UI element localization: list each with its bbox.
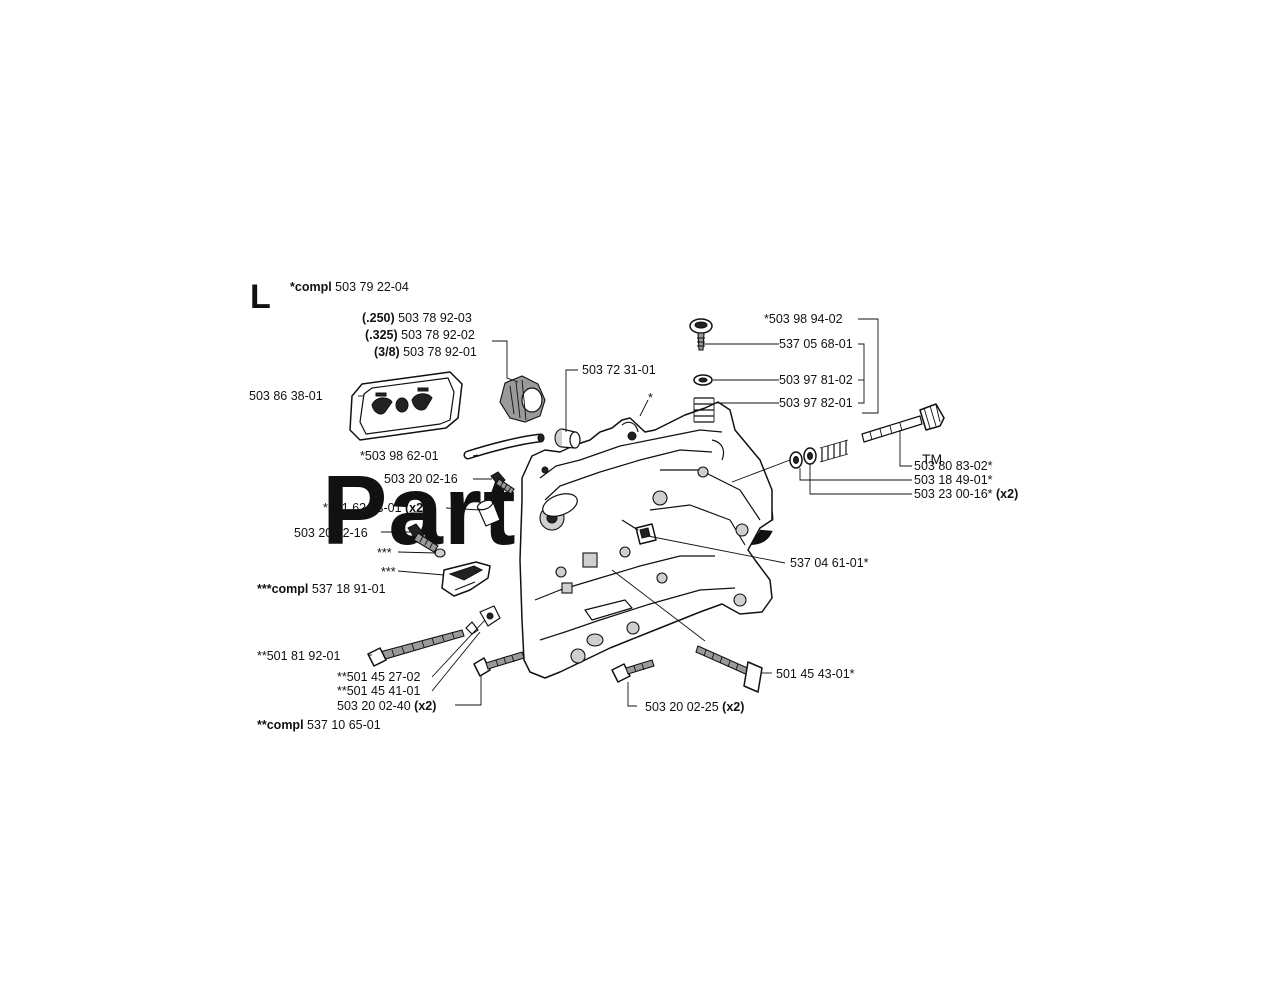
hose-drawing xyxy=(463,433,545,460)
leader-lines xyxy=(358,318,912,707)
label-triple-2: *** xyxy=(381,565,396,579)
label-oil-pump-group: *503 98 94-02 xyxy=(764,312,843,326)
label-nut-1: **501 45 27-02 xyxy=(337,670,420,684)
nut-drawing xyxy=(465,605,501,635)
label-bolt: 501 45 43-01* xyxy=(776,667,855,681)
label-spring: 503 97 82-01 xyxy=(779,396,853,410)
label-plate-250: (.250) 503 78 92-03 xyxy=(362,311,472,325)
oil-pump-stack-drawing xyxy=(689,318,715,423)
bar-plate-drawing xyxy=(349,371,463,441)
label-screw-2: 503 20 02-16 xyxy=(294,526,368,540)
tensioner-drawing xyxy=(789,403,945,469)
label-triple-1: *** xyxy=(377,546,392,560)
oil-cap-drawing xyxy=(499,375,546,423)
label-star-cover: * xyxy=(648,391,653,405)
label-pump-screw: 537 05 68-01 xyxy=(779,337,853,351)
screw-25-drawing xyxy=(611,659,655,683)
label-compl-main: *compl 503 79 22-04 xyxy=(290,280,409,294)
section-letter: L xyxy=(250,278,271,316)
label-washer: 503 97 81-02 xyxy=(779,373,853,387)
label-bar-plate: 503 86 38-01 xyxy=(249,389,323,403)
label-plate-38: (3/8) 503 78 92-01 xyxy=(374,345,477,359)
label-compl-537-18: ***compl 537 18 91-01 xyxy=(257,582,386,596)
watermark-trademark: TM xyxy=(922,451,942,467)
label-nut-2: **501 45 41-01 xyxy=(337,684,420,698)
long-screw-drawing xyxy=(367,629,465,667)
label-screw-25: 503 20 02-25 (x2) xyxy=(645,700,744,714)
label-stud: 537 04 61-01* xyxy=(790,556,869,570)
label-washer-2: 503 18 49-01* xyxy=(914,473,993,487)
label-compl-537-10: **compl 537 10 65-01 xyxy=(257,718,381,732)
label-screw-long: **501 81 92-01 xyxy=(257,649,340,663)
label-screw-1: 503 20 02-16 xyxy=(384,472,458,486)
label-plate-325: (.325) 503 78 92-02 xyxy=(365,328,475,342)
chain-catcher-drawing xyxy=(441,561,491,597)
pin-drawing xyxy=(476,499,501,527)
screw-40-drawing xyxy=(473,651,525,677)
label-hose: *503 98 62-01 xyxy=(360,449,439,463)
sleeve-drawing xyxy=(554,428,581,449)
label-spring-2: 503 23 00-16* (x2) xyxy=(914,487,1018,501)
label-screw-40: 503 20 02-40 (x2) xyxy=(337,699,436,713)
bolt-drawing xyxy=(695,645,763,693)
label-sleeve: 503 72 31-01 xyxy=(582,363,656,377)
screw-lower-drawing xyxy=(407,523,446,558)
screw-upper-drawing xyxy=(490,471,515,495)
label-pin: *501 62 33-01 (x2) xyxy=(323,501,427,515)
label-adjuster: 503 80 83-02* xyxy=(914,459,993,473)
